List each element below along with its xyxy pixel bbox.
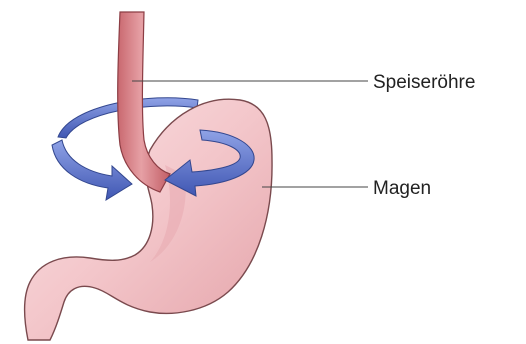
rotation-arrow-front <box>52 140 132 200</box>
label-esophagus: Speiseröhre <box>373 73 475 92</box>
label-stomach: Magen <box>373 179 431 198</box>
